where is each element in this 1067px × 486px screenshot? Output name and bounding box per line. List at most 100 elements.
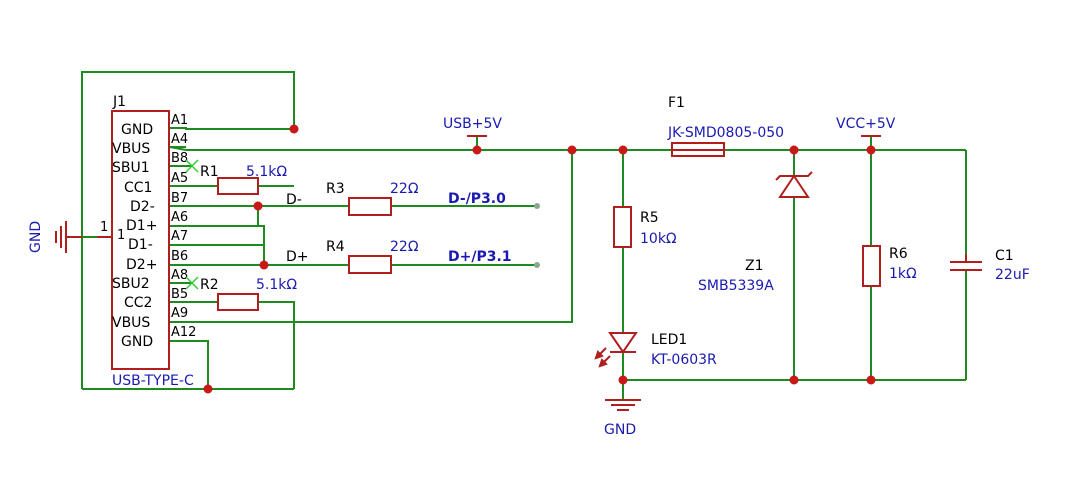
pin-names: GND VBUS SBU1 CC1 D2- D1+ D1- D2+ SBU2 C… xyxy=(112,122,157,350)
pin-number: A8 xyxy=(171,268,188,283)
pin-name: SBU1 xyxy=(112,160,150,176)
wire-vbus-stub xyxy=(169,146,187,151)
pin-name: GND xyxy=(121,334,153,350)
connector-j1: 1 1 J1 USB-TYPE-C GND VBUS SBU1 CC1 D2- … xyxy=(97,94,196,389)
f1-value: JK-SMD0805-050 xyxy=(667,125,784,141)
junction-dot xyxy=(567,145,577,155)
junction-dot xyxy=(259,260,269,270)
wire-a7 xyxy=(170,225,265,246)
r6-value: 1kΩ xyxy=(889,266,917,282)
pin-name: VBUS xyxy=(112,141,150,157)
z1-value: SMB5339A xyxy=(698,278,774,294)
net-flag-usb5v: USB+5V xyxy=(443,116,502,137)
pin-name: GND xyxy=(121,122,153,138)
net-dp-short: D+ xyxy=(286,249,309,265)
pin-number: A12 xyxy=(171,325,196,340)
led-led1: LED1 KT-0603R xyxy=(594,332,717,368)
usb5v-label: USB+5V xyxy=(443,116,502,132)
pin-number: A7 xyxy=(171,229,188,244)
junction-dot xyxy=(253,201,263,211)
c1-ref: C1 xyxy=(995,248,1014,264)
r1-ref: R1 xyxy=(200,164,219,180)
pin-number: A6 xyxy=(171,210,188,225)
pin-number: B8 xyxy=(171,151,188,166)
r4-ref: R4 xyxy=(326,239,345,255)
led1-value: KT-0603R xyxy=(651,352,717,368)
wire-a12 xyxy=(170,340,209,389)
r3-value: 22Ω xyxy=(390,181,419,197)
connector-body xyxy=(111,110,170,370)
j1-ref: J1 xyxy=(112,94,126,110)
gnd-symbol-bottom: GND xyxy=(604,399,641,438)
no-connect-sbu1 xyxy=(185,159,199,173)
junction-dot xyxy=(203,384,213,394)
pin-name: CC1 xyxy=(124,180,152,196)
pin-number: A1 xyxy=(171,113,188,128)
pin-number: A9 xyxy=(171,306,188,321)
junction-dot xyxy=(618,145,628,155)
vcc5v-label: VCC+5V xyxy=(836,116,896,132)
resistor-r4: R4 22Ω xyxy=(326,239,419,274)
r2-value: 5.1kΩ xyxy=(256,277,297,293)
junction-dot xyxy=(789,145,799,155)
junction-dot xyxy=(866,375,876,385)
junction-dot xyxy=(289,124,299,134)
j1-value: USB-TYPE-C xyxy=(112,373,194,389)
zener-z1: Z1 SMB5339A xyxy=(698,171,813,294)
resistor-r5: R5 10kΩ xyxy=(613,206,677,248)
pin-number: B6 xyxy=(171,249,188,264)
junction-dot xyxy=(866,145,876,155)
junction-dot xyxy=(789,375,799,385)
resistor-r1: R1 5.1kΩ xyxy=(200,164,287,195)
resistor-r2: R2 5.1kΩ xyxy=(200,277,297,311)
r1-value: 5.1kΩ xyxy=(246,164,287,180)
junction-dot xyxy=(472,145,482,155)
net-dp-port: D+/P3.1 xyxy=(448,249,512,265)
pin-number: A4 xyxy=(171,132,188,147)
pin-name: D2- xyxy=(130,199,155,215)
pin-number: B7 xyxy=(171,191,188,206)
gnd-bottom-label: GND xyxy=(604,422,636,438)
pin-name: D1+ xyxy=(126,218,157,234)
junction-dot xyxy=(618,375,628,385)
wire-a1 xyxy=(170,127,294,130)
c1-value: 22uF xyxy=(995,267,1030,283)
pin-name: VBUS xyxy=(112,315,150,331)
resistor-r3: R3 22Ω xyxy=(326,181,419,216)
no-connect-sbu2 xyxy=(185,276,199,290)
pin-name: D2+ xyxy=(126,257,157,273)
pin-name: D1- xyxy=(128,237,153,253)
fuse-f1: F1 JK-SMD0805-050 xyxy=(667,95,784,157)
wire-gnd-loop xyxy=(81,71,295,238)
r4-value: 22Ω xyxy=(390,239,419,255)
r5-value: 10kΩ xyxy=(640,231,677,247)
net-flag-vcc5v: VCC+5V xyxy=(836,116,896,137)
net-end-dm xyxy=(534,203,540,209)
gnd-symbol-left: GND xyxy=(28,221,82,253)
wire-cc2-return xyxy=(258,301,295,389)
shell-pin-outer: 1 xyxy=(100,220,108,235)
wires xyxy=(81,71,967,400)
pin-number: A5 xyxy=(171,171,188,186)
r5-ref: R5 xyxy=(640,210,659,226)
shell-pin-inner: 1 xyxy=(117,228,125,243)
r6-ref: R6 xyxy=(889,246,908,262)
pin-name: CC2 xyxy=(124,295,152,311)
pin-number: B5 xyxy=(171,287,188,302)
gnd-left-label: GND xyxy=(28,221,44,253)
junctions xyxy=(203,124,876,394)
net-dm-port: D-/P3.0 xyxy=(448,191,506,207)
net-dm-short: D- xyxy=(286,192,302,208)
pin-name: SBU2 xyxy=(112,276,150,292)
r2-ref: R2 xyxy=(200,277,219,293)
f1-ref: F1 xyxy=(668,95,685,111)
net-end-dp xyxy=(534,262,540,268)
r3-ref: R3 xyxy=(326,181,345,197)
resistor-r6: R6 1kΩ xyxy=(862,245,917,287)
z1-ref: Z1 xyxy=(745,258,764,274)
capacitor-c1: C1 22uF xyxy=(950,248,1030,283)
led1-ref: LED1 xyxy=(651,332,687,348)
pin-numbers: A1 A4 B8 A5 B7 A6 A7 B6 A8 B5 A9 A12 xyxy=(171,113,196,340)
wire-vbus2 xyxy=(170,150,573,323)
